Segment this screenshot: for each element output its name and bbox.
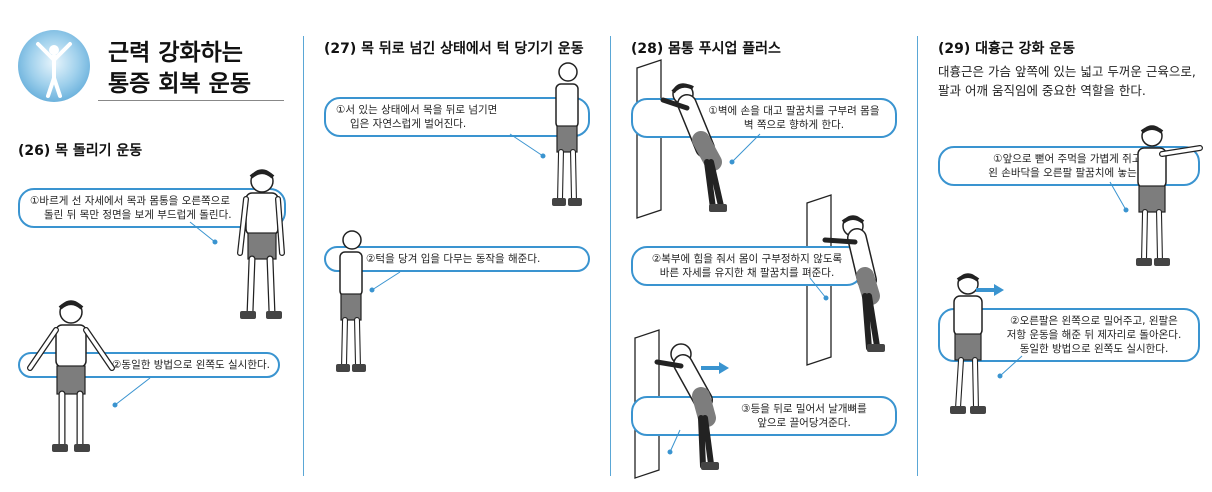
step-text: 바른 자세를 유지한 채 팔꿈치를 펴준다. — [659, 267, 835, 279]
step-text: ①벽에 손을 대고 팔꿈치를 구부려 몸을 — [708, 105, 880, 117]
column-divider — [610, 36, 611, 476]
title-line-1: 근력 강화하는 — [108, 40, 243, 66]
push-direction-arrow-icon — [976, 284, 1004, 296]
step-callout-26-1: ①바르게 선 자세에서 목과 몸통을 오른쪽으로 돌린 뒤 목만 정면을 보게 … — [18, 188, 286, 228]
step-text: 돌린 뒤 목만 정면을 보게 부드럽게 돌린다. — [44, 209, 232, 221]
figure-chin-tuck-1 — [552, 62, 582, 206]
step-text: 벽 쪽으로 향하게 한다. — [743, 119, 845, 131]
section-title-26: (26) 목 돌리기 운동 — [18, 143, 143, 159]
column-section-28: (28) 몸통 푸시업 플러스 ①벽에 손을 대고 팔꿈치를 구부려 몸을 벽 … — [611, 0, 917, 492]
push-direction-arrow-icon — [701, 362, 729, 374]
step-text: ①바르게 선 자세에서 목과 몸통을 오른쪽으로 — [30, 195, 230, 207]
figure-chin-tuck-2 — [336, 230, 366, 372]
section-title-28: (28) 몸통 푸시업 플러스 — [631, 41, 781, 57]
figure-pushup-2 — [822, 215, 885, 352]
figure-neck-turn-2 — [27, 300, 115, 452]
section-title-27: (27) 목 뒤로 넘긴 상태에서 턱 당기기 운동 — [324, 41, 584, 57]
figure-neck-turn-1 — [237, 169, 285, 319]
section-description-29: 대흉근은 가슴 앞쪽에 있는 넓고 두꺼운 근육으로, 팔과 어깨 움직임에 중… — [938, 62, 1196, 100]
description-line: 대흉근은 가슴 앞쪽에 있는 넓고 두꺼운 근육으로, — [938, 64, 1196, 79]
step-text: ①앞으로 뻗어 주먹을 가볍게 쥐고, — [993, 153, 1145, 165]
column-section-26: 근력 강화하는 통증 회복 운동 (26) 목 돌리기 운동 ①바르게 선 자세… — [0, 0, 300, 492]
step-text: 왼 손바닥을 오른팔 팔꿈치에 놓는다. — [988, 167, 1150, 179]
step-text: 앞으로 끌어당겨준다. — [757, 417, 851, 429]
step-text: ③등을 뒤로 밀어서 날개뼈를 — [741, 403, 867, 415]
figure-chest-press-1 — [1136, 125, 1203, 266]
section-title-29: (29) 대흉근 강화 운동 — [938, 41, 1076, 57]
figure-pushup-3 — [654, 343, 719, 470]
step-text: ②복부에 힘을 줘서 몸이 구부정하지 않도록 — [651, 253, 843, 265]
title-rule — [98, 100, 284, 101]
step-callout-27-2: ②턱을 당겨 입을 다무는 동작을 해준다. — [324, 246, 590, 272]
figure-pushup-1 — [660, 83, 727, 212]
step-text: ②오른팔은 왼쪽으로 밀어주고, 왼팔은 — [1010, 315, 1178, 327]
column-divider — [917, 36, 918, 476]
page-title: 근력 강화하는 통증 회복 운동 — [108, 38, 251, 100]
step-callout-27-1: ①서 있는 상태에서 목을 뒤로 넘기면 입은 자연스럽게 벌어진다. — [324, 97, 590, 137]
title-line-2: 통증 회복 운동 — [108, 71, 251, 97]
step-callout-28-3: ③등을 뒤로 밀어서 날개뼈를 앞으로 끌어당겨준다. — [631, 396, 897, 436]
step-text: 저항 운동을 해준 뒤 제자리로 돌아온다. — [1006, 329, 1182, 341]
logo-badge — [18, 30, 90, 102]
step-text: 입은 자연스럽게 벌어진다. — [350, 118, 467, 130]
step-text: ②턱을 당겨 입을 다무는 동작을 해준다. — [366, 253, 541, 265]
column-section-29: (29) 대흉근 강화 운동 대흉근은 가슴 앞쪽에 있는 넓고 두꺼운 근육으… — [918, 0, 1212, 492]
step-text: 동일한 방법으로 왼쪽도 실시한다. — [1019, 343, 1169, 355]
person-arms-up-icon — [36, 42, 72, 98]
description-line: 팔과 어깨 움직임에 중요한 역할을 한다. — [938, 83, 1146, 98]
step-text: ①서 있는 상태에서 목을 뒤로 넘기면 — [336, 104, 498, 116]
column-divider — [303, 36, 304, 476]
column-section-27: (27) 목 뒤로 넘긴 상태에서 턱 당기기 운동 ①서 있는 상태에서 목을… — [304, 0, 610, 492]
figure-chest-press-2 — [950, 273, 986, 414]
step-text: ②동일한 방법으로 왼쪽도 실시한다. — [112, 359, 271, 371]
